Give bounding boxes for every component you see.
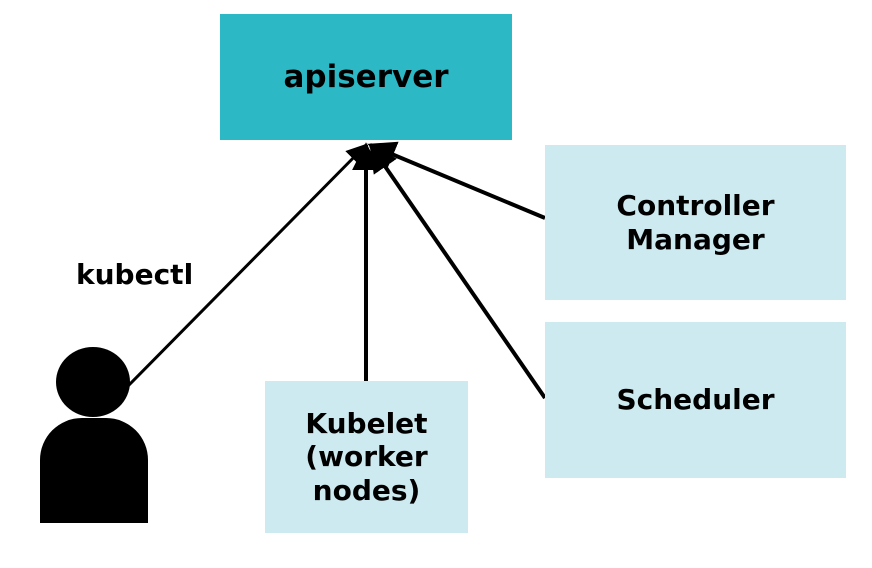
node-scheduler[interactable]: Scheduler (545, 322, 846, 478)
node-kubelet-label: Kubelet (worker nodes) (305, 407, 428, 507)
edge-scheduler-to-apiserver (369, 143, 547, 400)
node-apiserver[interactable]: apiserver (220, 14, 512, 140)
edge-controller-manager-to-apiserver (367, 141, 546, 220)
person-head-icon (56, 347, 130, 417)
user-person-icon (38, 345, 150, 525)
node-controller-manager[interactable]: Controller Manager (545, 145, 846, 300)
node-apiserver-label: apiserver (283, 58, 449, 95)
node-controller-manager-label: Controller Manager (616, 189, 775, 256)
person-body-icon (40, 418, 148, 523)
node-scheduler-label: Scheduler (616, 383, 775, 417)
edge-user-to-apiserver (126, 143, 368, 388)
node-kubelet[interactable]: Kubelet (worker nodes) (265, 381, 468, 533)
edge-label-kubectl: kubectl (76, 258, 194, 291)
